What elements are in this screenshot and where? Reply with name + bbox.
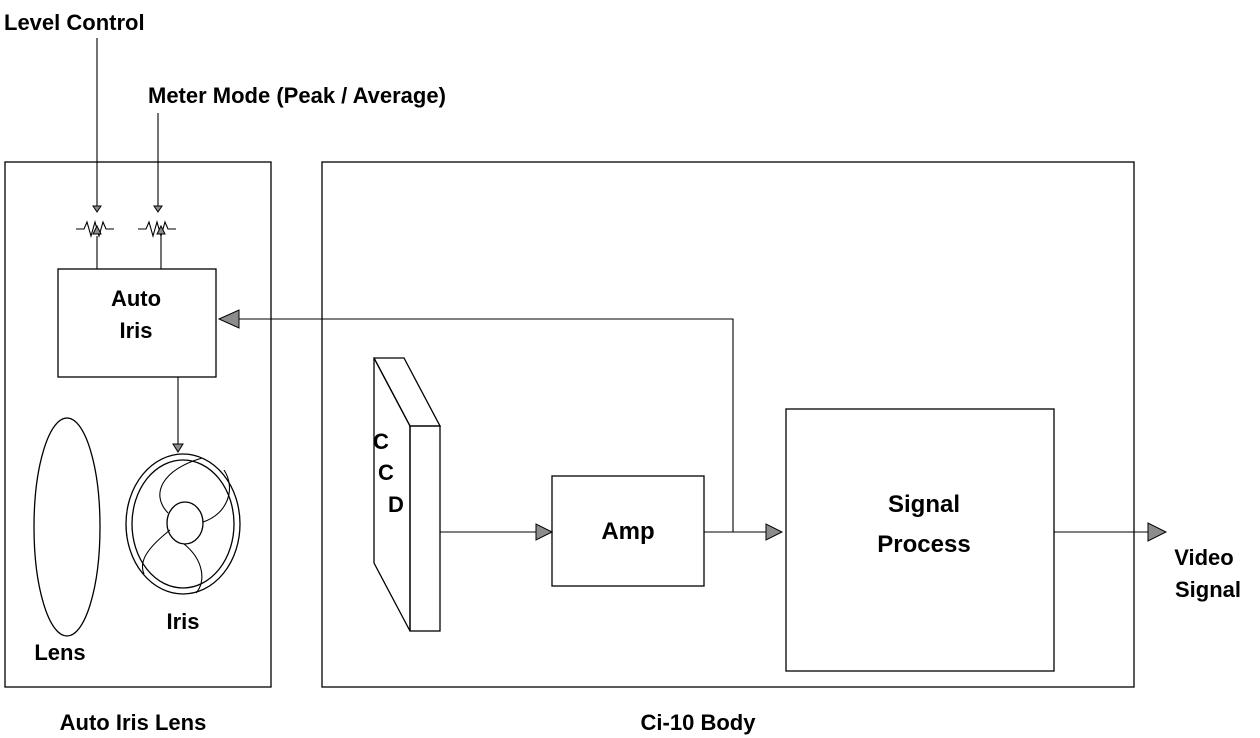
signal-process-label-line1: Signal: [888, 491, 960, 518]
iris-label: Iris: [166, 609, 199, 634]
ccd-to-amp-arrowhead: [535, 523, 554, 541]
ccd-sensor: [372, 357, 442, 632]
feedback-arrowhead: [217, 309, 240, 329]
potentiometer-icon: [76, 219, 114, 269]
ccd-label-d: D: [388, 492, 404, 517]
auto-iris-lens-caption: Auto Iris Lens: [60, 710, 207, 735]
lens-icon: [33, 417, 101, 637]
signal-process-label-line2: Process: [877, 531, 970, 558]
level-control-arrowhead: [92, 205, 102, 213]
video-signal-label-line2: Signal: [1175, 577, 1241, 602]
lens-label: Lens: [34, 640, 85, 665]
iris-shutter-icon: [125, 453, 241, 595]
video-output-arrowhead: [1147, 522, 1168, 542]
potentiometer-icon: [138, 219, 176, 269]
ccd-label-c2: C: [378, 460, 394, 485]
auto-iris-label-line1: Auto: [111, 286, 161, 311]
meter-mode-arrowhead: [153, 205, 163, 213]
amp-label: Amp: [601, 518, 654, 545]
amp-to-signal-arrowhead: [765, 523, 784, 541]
auto-iris-lens-enclosure: [4, 161, 272, 688]
video-signal-label-line1: Video: [1174, 545, 1234, 570]
amp-box: [551, 475, 705, 587]
feedback-wire: [232, 318, 734, 532]
auto-iris-label-line2: Iris: [119, 318, 152, 343]
ci10-body-caption: Ci-10 Body: [641, 710, 757, 735]
ccd-label-c1: C: [373, 429, 389, 454]
auto-iris-to-iris-arrowhead: [172, 443, 184, 453]
ci10-body-enclosure: [321, 161, 1135, 688]
auto-iris-box: [57, 268, 217, 378]
level-control-label: Level Control: [4, 10, 145, 35]
meter-mode-label: Meter Mode (Peak / Average): [148, 83, 446, 108]
signal-process-box: [785, 408, 1055, 672]
